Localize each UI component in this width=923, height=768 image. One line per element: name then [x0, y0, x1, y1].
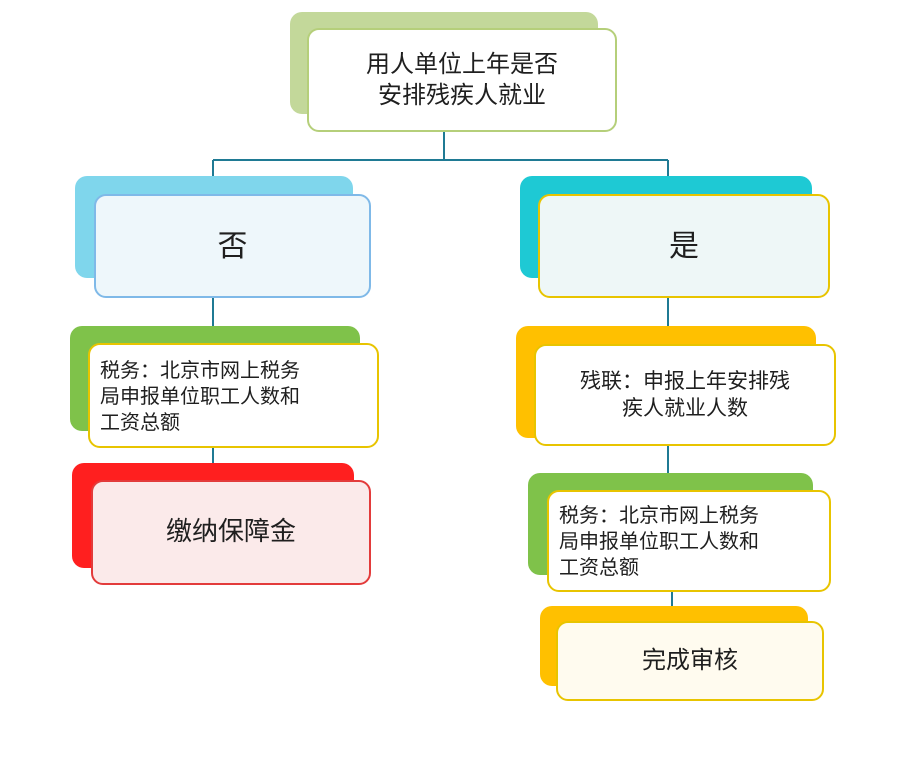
node-disabled-fed-label: 残联：申报上年安排残 疾人就业人数	[580, 368, 790, 420]
node-tax-left-label: 税务：北京市网上税务 局申报单位职工人数和 工资总额	[100, 357, 300, 434]
node-no-label: 否	[217, 228, 248, 264]
node-root-box: 用人单位上年是否 安排残疾人就业	[307, 28, 617, 132]
node-done-box: 完成审核	[556, 621, 824, 701]
node-yes-label: 是	[669, 228, 699, 264]
node-pay-box: 缴纳保障金	[91, 480, 371, 585]
node-tax-left-box: 税务：北京市网上税务 局申报单位职工人数和 工资总额	[88, 343, 379, 448]
node-yes-box: 是	[538, 194, 830, 298]
node-pay-label: 缴纳保障金	[165, 516, 296, 547]
node-tax-right-label: 税务：北京市网上税务 局申报单位职工人数和 工资总额	[559, 503, 759, 579]
node-no-box: 否	[94, 194, 371, 298]
node-disabled-fed-box: 残联：申报上年安排残 疾人就业人数	[534, 344, 836, 446]
node-done-label: 完成审核	[642, 646, 738, 675]
node-root-label: 用人单位上年是否 安排残疾人就业	[366, 49, 558, 109]
node-tax-right-box: 税务：北京市网上税务 局申报单位职工人数和 工资总额	[547, 490, 831, 592]
